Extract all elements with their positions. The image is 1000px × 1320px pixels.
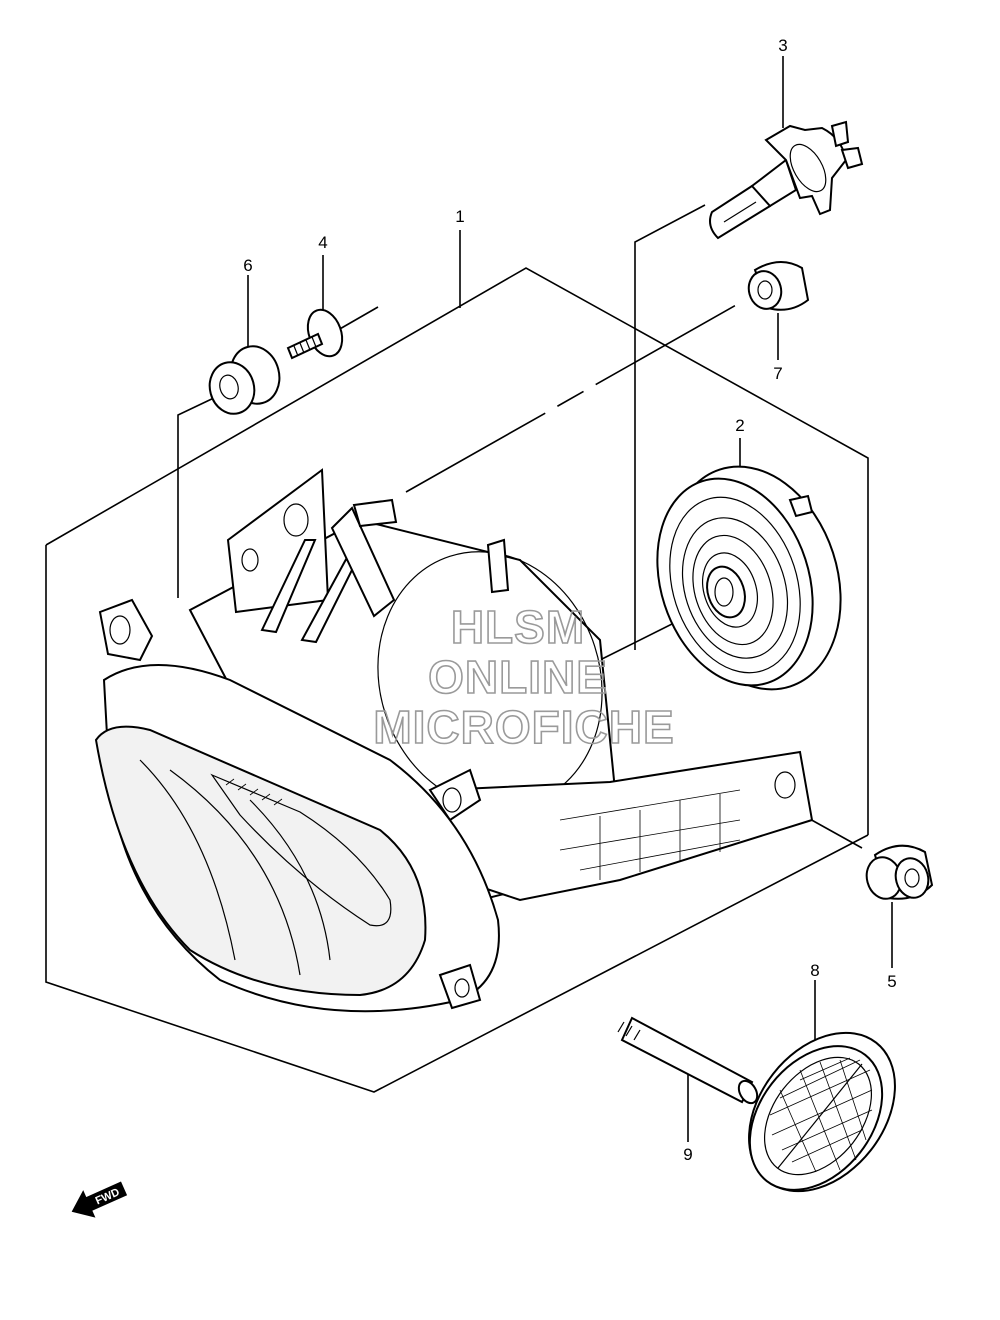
part-5-grommet [865,844,934,900]
part-4-screw [286,308,344,360]
callout-1: 1 [455,207,464,226]
part-1-headlight [94,468,814,1013]
callout-8: 8 [810,961,819,980]
callout-4: 4 [318,233,327,252]
part-2-socket [656,465,842,691]
fwd-label: FWD [94,1186,122,1207]
callout-3: 3 [778,36,787,55]
watermark-line-2: ONLINE [428,651,608,703]
assembly-bracket [45,230,869,1093]
part-9-pin [617,1016,759,1105]
watermark-line-3: MICROFICHE [373,701,674,753]
fwd-arrow-icon: FWD [71,1181,128,1218]
part-6-grommet [208,345,281,415]
watermark-line-1: HLSM [451,601,585,653]
callout-9: 9 [683,1145,692,1164]
part-7-grommet [747,261,810,311]
callout-2: 2 [735,416,744,435]
part-8-reflector [748,1031,896,1193]
callout-5: 5 [887,972,896,991]
leader-lines [177,56,893,1142]
part-3-bulb [709,120,864,240]
callout-7: 7 [773,364,782,383]
watermark: HLSM ONLINE MICROFICHE [373,600,675,754]
callout-labels: 1 2 3 4 5 6 7 8 9 [243,36,896,1164]
callout-6: 6 [243,256,252,275]
